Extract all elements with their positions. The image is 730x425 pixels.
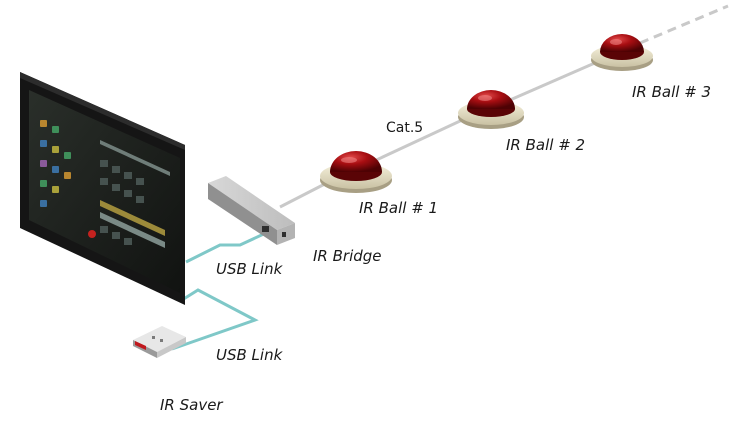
screen-ui-icons [40,120,170,248]
ir-bridge-label: IR Bridge [313,247,382,265]
ir-ball-1 [320,151,392,193]
ir-ball-2 [458,90,524,129]
touch-panel-monitor [20,72,185,305]
ir-ball-1-label: IR Ball # 1 [359,199,438,217]
cat5-label: Cat.5 [386,120,423,136]
usb-link-lower-label: USB Link [216,346,284,364]
usb-cables [171,230,269,351]
ir-ball-3 [591,34,653,71]
ir-bridge-device [208,176,295,245]
usb-link-upper-label: USB Link [216,260,284,278]
ir-ball-2-label: IR Ball # 2 [506,136,585,154]
ir-ball-3-label: IR Ball # 3 [632,83,711,101]
ir-saver-label: IR Saver [160,396,223,414]
ir-saver-device [133,326,186,358]
